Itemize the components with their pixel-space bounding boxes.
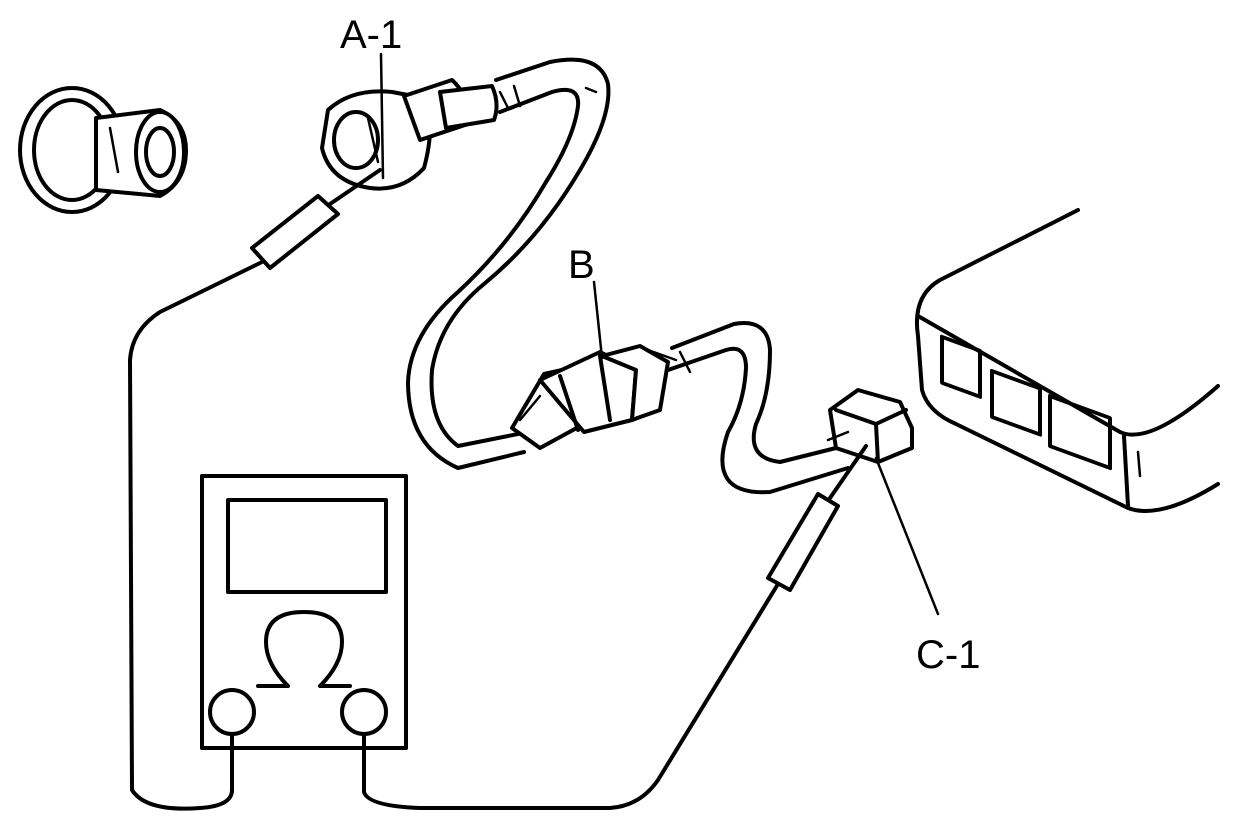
callout-leaders (379, 52, 940, 616)
label-a1: A-1 (340, 13, 402, 57)
harness-cable-upper (406, 57, 611, 470)
control-unit-icon (915, 208, 1220, 513)
label-c1: C-1 (916, 633, 980, 677)
bulb-socket-icon (18, 86, 188, 214)
harness-cable-lower (666, 321, 850, 495)
connector-b (510, 344, 678, 450)
ohmmeter-icon (200, 474, 408, 750)
test-lead-left (128, 168, 382, 811)
test-lead-right (362, 444, 868, 810)
label-b: B (568, 243, 595, 287)
connector-c1 (826, 388, 914, 464)
connector-a1 (320, 78, 499, 191)
